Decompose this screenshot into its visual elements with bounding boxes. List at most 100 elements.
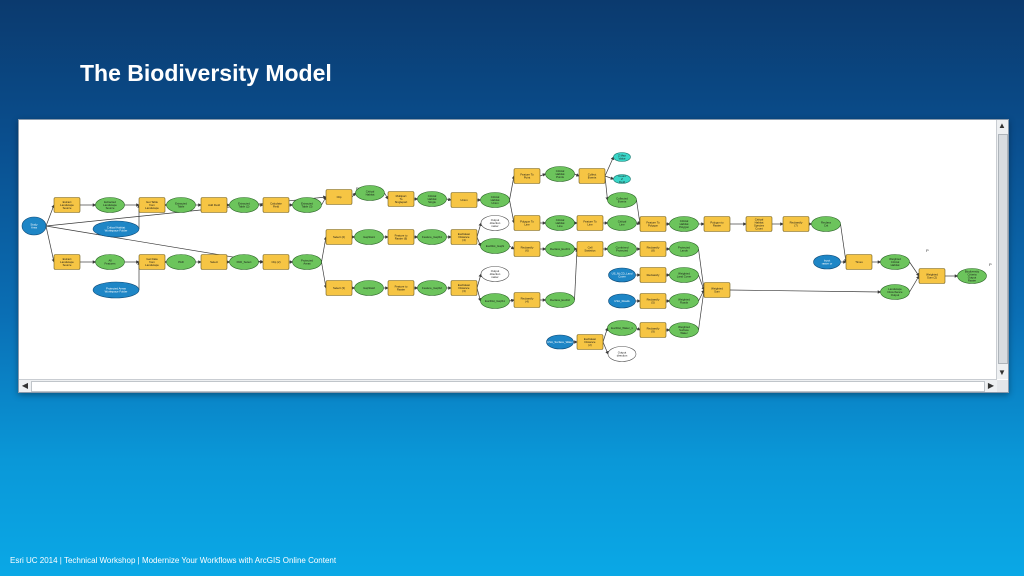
output-ellipse — [417, 229, 447, 245]
node-reclass9[interactable]: Reclassify(9) — [639, 322, 667, 338]
scroll-down-icon[interactable]: ▼ — [998, 368, 1006, 377]
vertical-scrollbar[interactable]: ▲ ▼ — [996, 120, 1008, 379]
node-reclass6-out[interactable]: Reclass_EucD1 — [545, 241, 575, 257]
node-select0[interactable]: Select — [200, 254, 228, 270]
node-reclass4-out[interactable]: Reclass_EucD2 — [545, 292, 575, 308]
tool-box — [387, 280, 415, 296]
horizontal-scrollbar[interactable]: ◀ ▶ — [19, 379, 997, 392]
node-times[interactable]: Times — [845, 254, 873, 270]
node-gap1[interactable]: GapStat1 — [354, 229, 384, 245]
node-union[interactable]: Union — [450, 192, 478, 208]
connector-arrow — [476, 236, 482, 247]
node-eucl3-out[interactable]: EucDist_GapS1 — [480, 293, 510, 309]
scroll-left-icon[interactable]: ◀ — [21, 381, 29, 390]
node-label: Reclass_EucD1 — [550, 247, 570, 251]
node-select-out0[interactable]: PAD_Select — [229, 254, 259, 270]
node-add-field[interactable]: Add Field — [200, 197, 228, 213]
node-gap2[interactable]: GapStat2 — [354, 280, 384, 296]
node-reclass6[interactable]: Reclassify(6) — [513, 241, 541, 257]
scroll-right-icon[interactable]: ▶ — [987, 381, 995, 390]
node-reclass4[interactable]: Reclassify(4) — [513, 292, 541, 308]
node-pad-out[interactable]: PAD — [166, 254, 196, 270]
node-eucl2-out[interactable]: EucDist_Water_1 — [607, 320, 637, 336]
node-select2[interactable]: Select (2) — [325, 229, 353, 245]
node-gap2-r[interactable]: Feature_GapS2 — [417, 280, 447, 296]
node-clip2[interactable]: Clip (2) — [262, 254, 290, 270]
node-clip1[interactable]: Clip — [325, 189, 353, 205]
node-reclass8[interactable]: Reclassify(8) — [639, 241, 667, 257]
node-reclassify[interactable]: Reclassify — [639, 267, 667, 283]
node-eucl4-out[interactable]: EucDist_GapS — [480, 238, 510, 254]
scroll-up-icon[interactable]: ▲ — [998, 121, 1006, 130]
vertical-scroll-thumb[interactable] — [998, 134, 1008, 364]
input-ellipse — [608, 293, 636, 309]
node-in-water[interactable]: USA_Surface_Water — [546, 334, 574, 350]
node-select3[interactable]: Select (3) — [325, 280, 353, 296]
node-gap1-r[interactable]: Feature_GapS1 — [417, 229, 447, 245]
output-ellipse — [880, 284, 910, 300]
horizontal-scroll-thumb[interactable] — [31, 381, 985, 392]
node-reclass5[interactable]: Reclassify(5) — [639, 293, 667, 309]
tool-box — [845, 254, 873, 270]
node-reclassify7[interactable]: Reclassify(7) — [782, 216, 810, 232]
node-in-roads[interactable]: USA_Roads — [608, 293, 636, 309]
